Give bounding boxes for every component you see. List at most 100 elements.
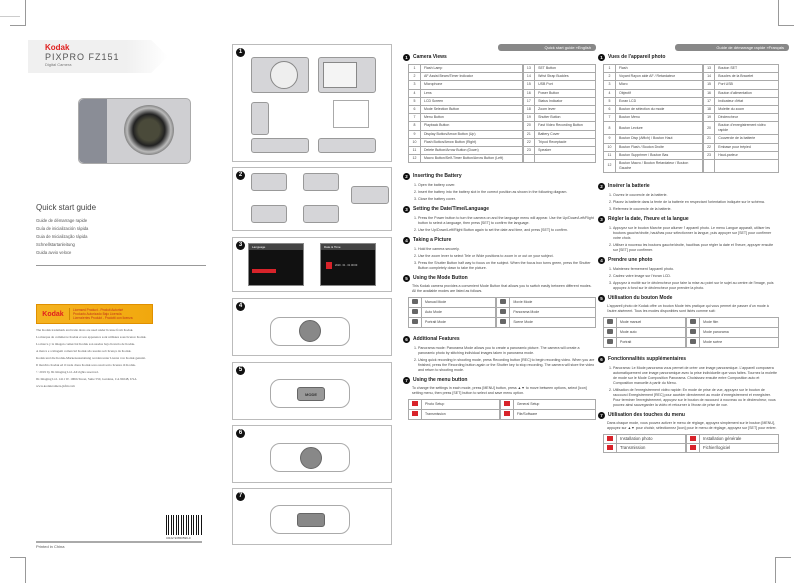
section-number: 6: [403, 336, 410, 344]
language-list: Guide de démarrage rapide Guía de inicia…: [36, 217, 88, 257]
part-number: 1: [603, 63, 616, 74]
section-number: 6: [598, 355, 605, 363]
menu-button-diagram: [270, 505, 350, 534]
movie-mode-icon: [690, 318, 697, 324]
part-name: SET Button: [534, 63, 596, 74]
camera-side-diagram: [251, 102, 269, 135]
license-line: Producto Autorizado Bajo Licencia: [73, 312, 122, 316]
step: Utiliser à nouveau les boutons gauche/dr…: [613, 243, 779, 253]
part-name: Power Button: [534, 88, 596, 98]
date-time-screen: Date & Time 2019 . 01 . 01 00:00: [320, 243, 376, 286]
menu-name: Installation générale: [698, 433, 780, 444]
movie-mode-icon: [500, 299, 507, 305]
license-logo: Kodak: [42, 310, 64, 318]
part-name: Speaker: [534, 145, 596, 156]
date-value: 2019 . 01 . 01 00:00: [335, 264, 358, 267]
mode-label: MODE: [297, 387, 325, 401]
figure-2-battery: 2: [232, 167, 392, 231]
features-steps: Panorama mode: Panorama Mode allows you …: [408, 346, 596, 373]
auto-mode-icon: [607, 328, 613, 334]
step: Panorama: Le Mode panorama vous permet d…: [613, 366, 779, 386]
mode-name: Auto Mode: [421, 307, 497, 319]
part-name: Zoom lever: [534, 104, 596, 115]
part-name: Macro Button/Self-Timer Button/Arrow But…: [419, 154, 524, 164]
printed-in: Printed in China: [36, 544, 65, 549]
legal-text: The Kodak trademark and trade dress are …: [36, 328, 151, 391]
part-name: Bouton de sélection du mode: [614, 104, 704, 115]
part-name: Couvercle de la batterie: [714, 134, 779, 144]
step: Maintenez fermement l'appareil photo.: [613, 267, 779, 272]
features-steps-fr: Panorama: Le Mode panorama vous permet d…: [603, 366, 779, 408]
figure-number: 5: [236, 366, 245, 375]
part-name: Voyant Rayon aide AF / Retardateur: [614, 72, 704, 82]
part-name: Flash Button/Arrow Button (Right): [419, 137, 524, 147]
part-number: 9: [603, 134, 616, 144]
crop-mark: [10, 557, 26, 583]
part-name: Lens: [419, 88, 524, 98]
section-number: 5: [598, 294, 605, 302]
part-number: 19: [701, 113, 716, 123]
part-number: 10: [603, 142, 616, 152]
panorama-mode-icon: [500, 309, 507, 315]
photo-setup-icon: [412, 401, 418, 407]
step: Open the battery cover.: [418, 183, 596, 188]
step: Press the Power button to turn the camer…: [418, 216, 596, 226]
part-name: Bouton Menu: [614, 113, 704, 123]
part-name: Status Indicator: [534, 96, 596, 106]
scene-mode-icon: [500, 319, 507, 325]
section-title: Fonctionnalités supplémentaires: [608, 355, 687, 362]
part-number: 17: [701, 96, 716, 106]
crop-mark: [0, 16, 20, 17]
menu-name: General Setup: [512, 399, 597, 411]
section-number: 2: [598, 182, 605, 190]
part-number: [701, 158, 716, 173]
camera-image: [78, 98, 191, 164]
section-number: 4: [598, 256, 605, 264]
part-number: 8: [603, 121, 616, 136]
crop-mark: [778, 0, 794, 26]
part-number: 17: [521, 96, 536, 106]
part-name: Fast Video Recording Button: [534, 121, 596, 131]
figure-4-zoom: 4: [232, 298, 392, 356]
part-name: Bouton Disp (Affich) / Bouton Haut: [614, 134, 704, 144]
camera-top-diagram: [251, 138, 309, 153]
section-title: Vues de l'appareil photo: [608, 54, 666, 60]
english-header: Quick start guide »English: [498, 44, 596, 51]
part-name: Playback Button: [419, 121, 524, 131]
step: Appuyez sur le bouton Marche pour allume…: [613, 226, 779, 241]
part-number: 12: [603, 158, 616, 173]
date-time-steps: Press the Power button to turn the camer…: [408, 216, 596, 233]
photo-setup-icon: [607, 435, 613, 441]
part-number: 20: [701, 121, 716, 136]
step: Press the Shutter Button half way to foc…: [418, 261, 596, 271]
file-software-icon: [689, 444, 696, 450]
part-name: AF Assist Beam/Timer Indicator: [419, 72, 524, 82]
menu-intro: To change the settings in each mode, pre…: [412, 386, 587, 396]
auto-mode-icon: [412, 309, 418, 315]
part-name: Wrist Strap Buckles: [534, 72, 596, 82]
barcode: [166, 515, 202, 535]
part-number: 5: [408, 96, 421, 106]
figure-6-record: 6: [232, 425, 392, 483]
battery-step-diagram: [303, 205, 339, 223]
legal-line: © 2019 by JK Imaging Ltd. All rights res…: [36, 370, 99, 374]
section-number: 1: [403, 54, 410, 61]
part-number: 22: [521, 137, 536, 147]
part-number: 11: [408, 145, 421, 156]
part-name: [714, 158, 779, 173]
section-title: Utilisation du bouton Mode: [608, 294, 673, 301]
menu-intro: Dans chaque mode, vous pouvez activer le…: [607, 420, 777, 430]
part-number: 20: [521, 121, 536, 131]
